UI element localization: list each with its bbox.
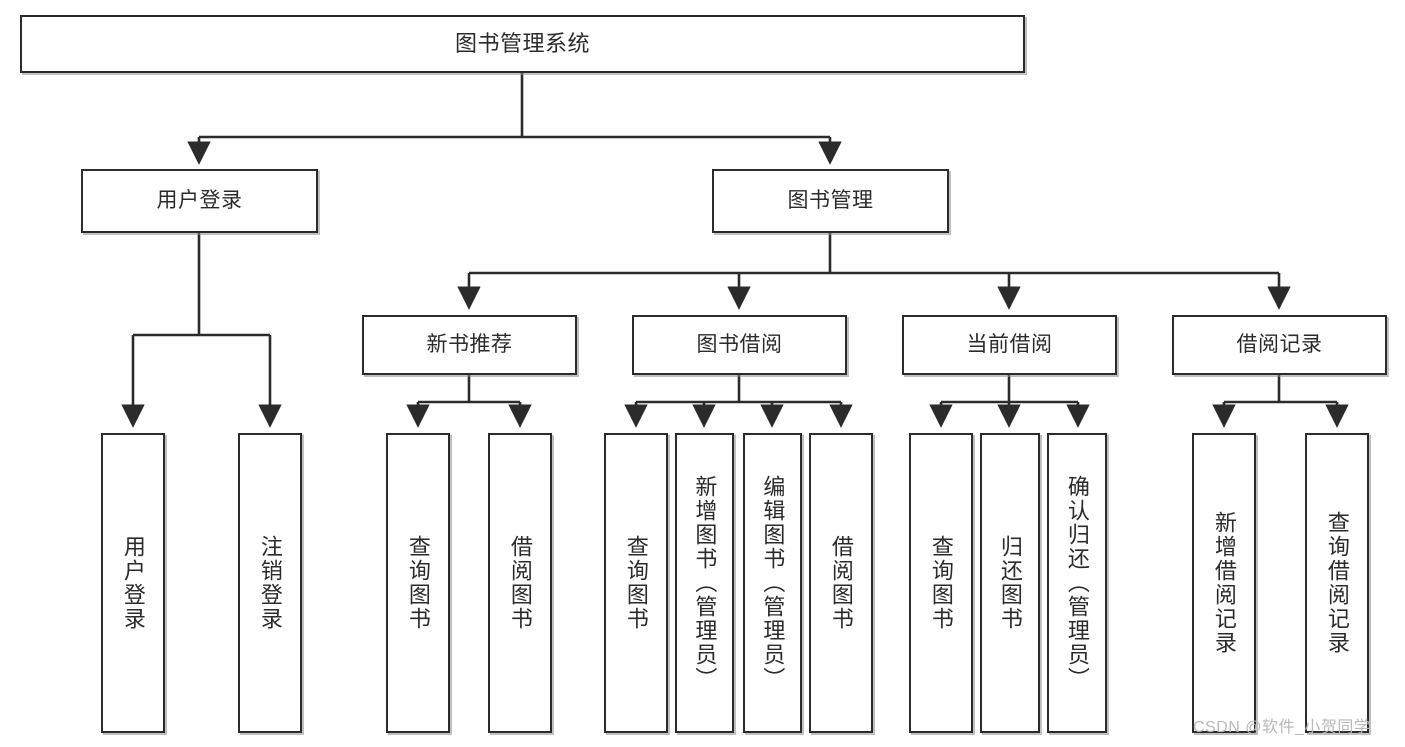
node-book-management[interactable]: 图书管理	[712, 169, 949, 233]
node-label: 新增借阅记录	[1211, 511, 1237, 655]
leaf-nb-borrow-book[interactable]: 借阅图书	[488, 433, 552, 733]
node-label: 编辑图书（管理员）	[760, 475, 786, 691]
node-label: 新书推荐	[426, 332, 513, 356]
node-label: 借阅记录	[1236, 332, 1323, 356]
node-label: 注销登录	[257, 535, 283, 631]
leaf-cb-confirm-return-admin[interactable]: 确认归还（管理员）	[1047, 433, 1107, 733]
leaf-bb-add-book-admin[interactable]: 新增图书（管理员）	[675, 433, 734, 733]
node-user-login[interactable]: 用户登录	[81, 169, 318, 233]
node-label: 用户登录	[120, 535, 146, 631]
leaf-cb-query-book[interactable]: 查询图书	[909, 433, 973, 733]
leaf-cb-return-book[interactable]: 归还图书	[980, 433, 1040, 733]
leaf-bb-borrow-book[interactable]: 借阅图书	[809, 433, 873, 733]
leaf-br-query-record[interactable]: 查询借阅记录	[1305, 433, 1369, 733]
node-label: 图书管理	[787, 188, 874, 212]
node-label: 查询图书	[928, 535, 954, 631]
node-label: 图书借阅	[696, 332, 783, 356]
leaf-bb-edit-book-admin[interactable]: 编辑图书（管理员）	[743, 433, 802, 733]
node-label: 确认归还（管理员）	[1064, 475, 1090, 691]
node-label: 查询借阅记录	[1324, 511, 1350, 655]
leaf-bb-query-book[interactable]: 查询图书	[604, 433, 668, 733]
node-book-borrowing[interactable]: 图书借阅	[632, 315, 847, 375]
leaf-user-login[interactable]: 用户登录	[101, 433, 165, 733]
csdn-watermark: CSDN @软件_小贺同学	[1193, 719, 1371, 736]
node-borrowing-record[interactable]: 借阅记录	[1172, 315, 1387, 375]
leaf-nb-query-book[interactable]: 查询图书	[386, 433, 450, 733]
node-root-book-management-system[interactable]: 图书管理系统	[20, 15, 1025, 73]
node-current-borrowing[interactable]: 当前借阅	[902, 315, 1117, 375]
node-label: 新增图书（管理员）	[692, 475, 718, 691]
leaf-logout[interactable]: 注销登录	[238, 433, 302, 733]
node-label: 查询图书	[405, 535, 431, 631]
node-label: 归还图书	[997, 535, 1023, 631]
node-label: 当前借阅	[966, 332, 1053, 356]
node-label: 借阅图书	[507, 535, 533, 631]
node-label: 查询图书	[623, 535, 649, 631]
node-label: 用户登录	[156, 188, 243, 212]
leaf-br-add-record[interactable]: 新增借阅记录	[1192, 433, 1256, 733]
node-label: 图书管理系统	[454, 31, 590, 57]
node-new-book-recommendation[interactable]: 新书推荐	[362, 315, 577, 375]
node-label: 借阅图书	[828, 535, 854, 631]
